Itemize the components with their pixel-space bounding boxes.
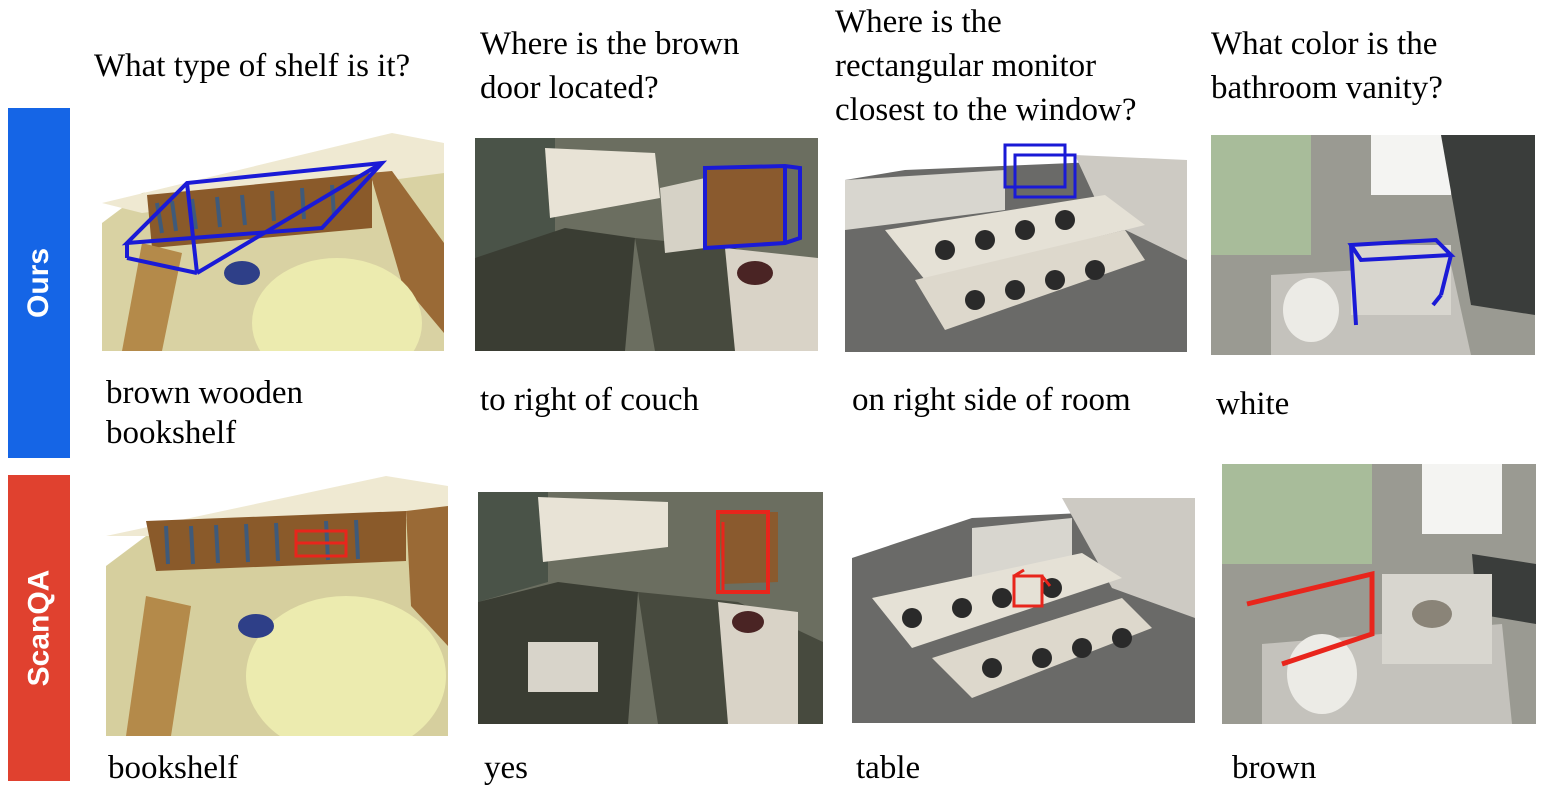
ours-scene-2	[475, 138, 818, 351]
scanqa-answer-3-line-1: table	[856, 750, 921, 786]
office-scene-icon	[852, 498, 1195, 723]
ours-scene-1	[102, 133, 444, 351]
question-3-line-1: Where is the	[835, 4, 1002, 40]
row-label-scanqa: ScanQA	[8, 475, 70, 781]
ours-answer-3-line-1: on right side of room	[852, 382, 1131, 418]
ours-answer-2-line-1: to right of couch	[480, 382, 700, 418]
question-2-line-1: Where is the brown	[480, 26, 740, 62]
question-4-line-1: What color is the	[1211, 26, 1438, 62]
question-1-line-1: What type of shelf is it?	[94, 48, 411, 84]
scanqa-answer-1-line-1: bookshelf	[108, 750, 239, 786]
ours-answer-1: brown wooden bookshelf	[106, 373, 303, 453]
office-scene-icon	[845, 143, 1187, 352]
ours-answer-4: white	[1216, 384, 1289, 424]
scanqa-answer-2-line-1: yes	[484, 750, 528, 786]
question-4: What color is the bathroom vanity?	[1211, 22, 1443, 110]
ours-answer-2: to right of couch	[480, 380, 699, 420]
ours-answer-1-line-1: brown wooden	[106, 375, 304, 411]
question-3-line-3: closest to the window?	[835, 92, 1137, 128]
scanqa-scene-1	[106, 476, 448, 736]
scanqa-scene-2	[478, 492, 823, 724]
question-3: Where is the rectangular monitor closest…	[835, 0, 1137, 132]
scanqa-answer-2: yes	[484, 748, 528, 788]
bathroom-scene-icon	[1222, 464, 1536, 724]
question-2-line-2: door located?	[480, 70, 659, 106]
question-1: What type of shelf is it?	[94, 44, 410, 88]
library-scene-icon	[102, 133, 444, 351]
question-4-line-2: bathroom vanity?	[1211, 70, 1443, 106]
library-scene-icon	[106, 476, 448, 736]
scanqa-answer-4-line-1: brown	[1232, 750, 1317, 786]
living-room-scene-icon	[475, 138, 818, 351]
row-label-scanqa-text: ScanQA	[22, 569, 55, 687]
living-room-scene-icon	[478, 492, 823, 724]
ours-scene-4	[1211, 135, 1535, 355]
row-label-ours-text: Ours	[22, 247, 55, 319]
question-2: Where is the brown door located?	[480, 22, 739, 110]
row-label-ours: Ours	[8, 108, 70, 458]
ours-scene-3	[845, 140, 1187, 352]
ours-answer-4-line-1: white	[1216, 386, 1290, 422]
scanqa-answer-3: table	[856, 748, 920, 788]
scanqa-answer-1: bookshelf	[108, 748, 238, 788]
scanqa-answer-4: brown	[1232, 748, 1316, 788]
scanqa-scene-4	[1222, 464, 1536, 724]
bathroom-scene-icon	[1211, 135, 1535, 355]
question-3-line-2: rectangular monitor	[835, 48, 1097, 84]
scanqa-scene-3	[852, 498, 1195, 723]
ours-answer-3: on right side of room	[852, 380, 1131, 420]
ours-answer-1-line-2: bookshelf	[106, 415, 237, 451]
